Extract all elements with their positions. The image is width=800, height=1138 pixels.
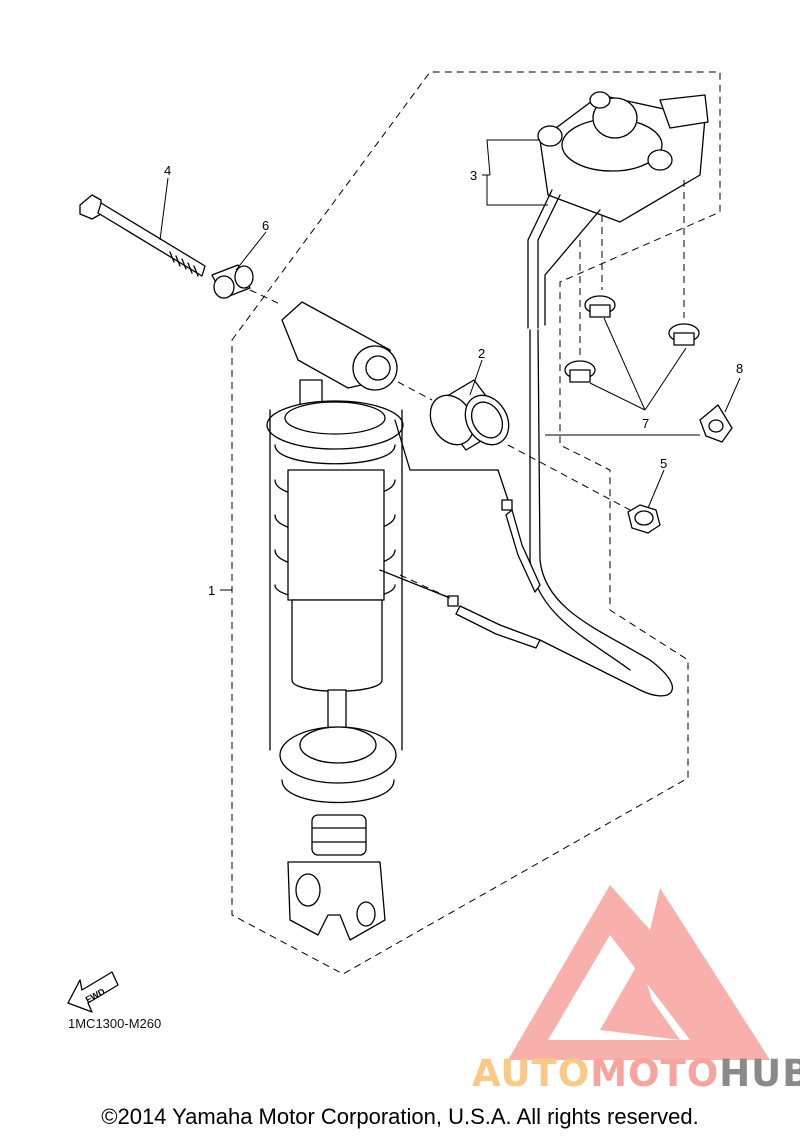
part-4-bolt xyxy=(79,194,206,277)
part-1-rear-shock xyxy=(266,301,404,941)
callout-6: 6 xyxy=(262,218,269,233)
callout-1: 1 xyxy=(208,583,215,598)
part-7-grommets xyxy=(564,295,700,383)
part-6-collar xyxy=(211,264,254,299)
callout-5: 5 xyxy=(660,456,667,471)
brand-moto: MOTO xyxy=(590,1052,720,1095)
part-2-collar xyxy=(429,379,510,451)
part-5-nut xyxy=(627,504,661,534)
leader-lines xyxy=(159,139,741,591)
part-3-reservoir xyxy=(527,91,709,697)
copyright-notice: ©2014 Yamaha Motor Corporation, U.S.A. A… xyxy=(101,1104,699,1129)
callout-2: 2 xyxy=(478,346,485,361)
callout-8: 8 xyxy=(736,361,743,376)
watermark-logo xyxy=(508,885,770,1060)
part-8-clamp xyxy=(699,404,733,443)
callout-4: 4 xyxy=(164,163,171,178)
sensor-cables xyxy=(379,419,541,649)
assembly-boundary xyxy=(231,71,721,975)
fwd-arrow-icon: FWD xyxy=(67,971,119,1013)
callout-7: 7 xyxy=(642,416,649,431)
drawing-code: 1MC1300-M260 xyxy=(68,1016,162,1031)
brand-hub: HUB xyxy=(719,1052,800,1095)
watermark-brand: AUTOMOTOHUB xyxy=(472,1052,800,1095)
callout-3: 3 xyxy=(470,168,477,183)
brand-auto: AUTO xyxy=(472,1052,591,1095)
